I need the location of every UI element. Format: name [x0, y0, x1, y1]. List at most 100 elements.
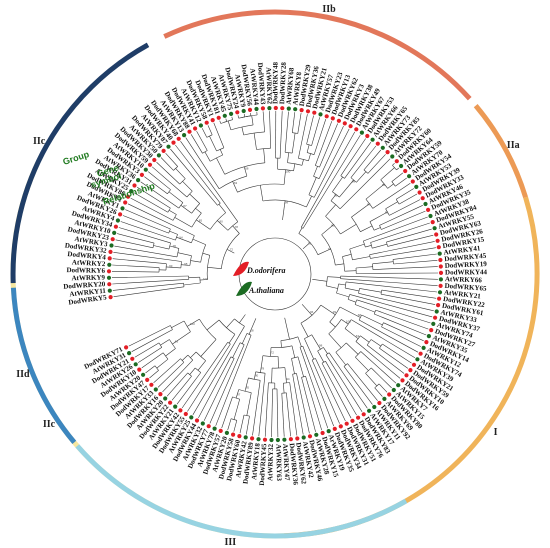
leaf-dot — [193, 126, 198, 131]
leaf-dot — [301, 435, 306, 440]
leaf-dot — [132, 183, 137, 188]
leaf-dot — [204, 120, 209, 125]
branch-line — [341, 319, 349, 325]
leaf-dot — [107, 256, 112, 261]
leaf-dot — [435, 238, 440, 243]
branch-line — [284, 317, 290, 340]
group-arc-6 — [75, 444, 408, 539]
leaf-dot — [423, 201, 428, 207]
bootstrap-label: 99 — [333, 310, 337, 314]
leaf-dot — [391, 387, 396, 393]
group-label-5: IId — [16, 369, 30, 380]
leaf-dot — [434, 232, 439, 237]
leaf-dot — [408, 368, 413, 373]
leaf-dot — [216, 115, 221, 120]
branch-line — [365, 245, 372, 248]
branch-line — [260, 355, 264, 373]
branch-line — [120, 221, 176, 241]
leaf-dot — [108, 295, 113, 300]
leaf-dot — [295, 436, 300, 441]
leaf-dot — [247, 107, 253, 112]
branch-line — [311, 117, 320, 146]
legend: D.odorifera A.thaliana — [233, 261, 285, 296]
branch-arc — [349, 248, 353, 260]
branch-arc — [243, 131, 265, 136]
branch-line — [174, 217, 192, 228]
leaf-dot — [133, 362, 138, 367]
leaf-dot — [210, 118, 215, 123]
branch-line — [248, 318, 257, 335]
leaf-dot — [418, 351, 423, 356]
branch-line — [392, 253, 437, 260]
branch-arc — [180, 358, 185, 363]
bootstrap-label: 94 — [382, 183, 386, 187]
branch-line — [340, 278, 438, 286]
branch-arc — [255, 371, 266, 374]
branch-line — [379, 347, 409, 369]
branch-line — [332, 176, 343, 192]
branch-arc — [270, 345, 293, 349]
leaf-dot — [354, 127, 359, 132]
leaf-dot — [367, 408, 372, 413]
leaf-dot — [129, 189, 134, 194]
leaf-dot — [108, 249, 113, 254]
group-label-2: IIb — [322, 4, 336, 15]
branch-line — [317, 350, 325, 363]
branch-arc — [298, 158, 309, 162]
branch-line — [253, 133, 257, 150]
leaf-dot — [307, 434, 313, 439]
leaf-dot — [437, 296, 442, 301]
branch-line — [325, 354, 363, 412]
branch-line — [231, 116, 233, 120]
bootstrap-label: 85 — [246, 385, 250, 389]
branch-line — [197, 360, 206, 371]
branch-line — [313, 119, 327, 155]
leaf-dot — [106, 275, 112, 280]
branch-line — [204, 151, 211, 162]
leaf-dot — [143, 167, 148, 172]
leaf-dot — [149, 382, 154, 387]
branch-line — [226, 318, 235, 328]
bootstrap-label: 96 — [173, 244, 177, 248]
branch-line — [291, 345, 296, 358]
branch-line — [315, 358, 346, 422]
leaf-dot — [110, 237, 115, 242]
branch-arc — [386, 242, 388, 247]
branch-line — [140, 181, 180, 209]
leaf-dot — [330, 116, 335, 121]
branch-line — [296, 373, 310, 434]
leaf-dot — [137, 367, 142, 372]
leaf-dot — [438, 257, 443, 263]
branch-arc — [195, 367, 201, 373]
branch-line — [355, 341, 401, 379]
branch-line — [148, 171, 171, 190]
leaf-dot — [436, 303, 441, 308]
branch-line — [196, 219, 211, 230]
branch-line — [190, 134, 203, 154]
bootstrap-label: 85 — [199, 219, 203, 223]
leaf-dot — [200, 421, 205, 426]
branch-line — [189, 367, 196, 375]
branch-line — [187, 318, 200, 327]
branch-line — [221, 396, 233, 429]
branch-line — [239, 314, 246, 324]
branch-line — [297, 336, 302, 347]
branch-line — [145, 365, 156, 374]
bootstrap-label: 87 — [237, 392, 241, 396]
branch-line — [339, 179, 354, 198]
branch-line — [201, 128, 208, 138]
branch-arc — [187, 372, 192, 377]
gene-label: DodWRKY20 — [63, 280, 106, 291]
gene-label: DodWRKY44 — [445, 268, 488, 276]
leaf-dot — [318, 112, 323, 117]
group-label-6: III — [224, 537, 236, 548]
branch-line — [200, 339, 217, 357]
branch-line — [175, 144, 221, 204]
branch-line — [284, 111, 289, 153]
branch-line — [270, 347, 272, 357]
branch-line — [315, 121, 333, 166]
leaf-dot — [256, 437, 261, 442]
leaf-dot — [109, 243, 114, 248]
leaf-dot — [424, 340, 429, 345]
